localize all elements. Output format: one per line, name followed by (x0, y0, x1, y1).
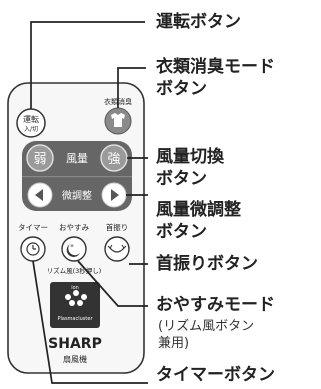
rhythm-label: リズム風(3秒押し) (47, 266, 102, 275)
callout-sleep-note-line1: (リズム風ボタン (158, 319, 255, 334)
callout-fan-line2: ボタン (156, 169, 207, 189)
callout-fan-line1: 風量切換 (156, 147, 224, 167)
fan-label: 風量 (66, 152, 88, 165)
triangle-left-icon (35, 189, 43, 201)
callout-fine-line1: 風量微調整 (156, 200, 241, 220)
callout-deodorize-line1: 衣類消臭モード (156, 57, 275, 77)
moon-icon: * (66, 243, 80, 257)
leader-sleep (77, 260, 148, 307)
swing-label: 首振り (106, 222, 129, 232)
weak-label: 弱 (33, 152, 46, 167)
callout-sleep: おやすみモード (156, 295, 275, 315)
callout-timer: タイマーボタン (156, 365, 275, 385)
leader-deodorize (117, 67, 146, 108)
sleep-label: おやすみ (59, 223, 89, 232)
triangle-right-icon (111, 189, 119, 201)
swing-arc-icon (109, 247, 125, 253)
fine-adjust-label: 微調整 (62, 189, 92, 202)
callout-deodorize-line2: ボタン (156, 79, 207, 99)
timer-button[interactable] (20, 236, 46, 262)
timer-label: タイマー (18, 223, 48, 232)
leader-power (30, 21, 145, 109)
strong-label: 強 (107, 152, 120, 167)
ion-text: ion (71, 285, 79, 291)
plasmacluster-text: Plasmacluster (57, 316, 93, 322)
sleep-button[interactable]: * (61, 236, 87, 262)
fine-up-button[interactable] (101, 182, 127, 208)
callout-swing: 首振りボタン (156, 254, 258, 274)
brand-logo: SHARP (48, 336, 102, 352)
callout-sleep-note-line2: 兼用) (158, 336, 190, 351)
fan-strong-button[interactable]: 強 (100, 144, 128, 172)
swing-button[interactable] (104, 236, 130, 262)
callout-fine-line2: ボタン (156, 222, 207, 242)
plasmacluster-logo: ion Plasmacluster (50, 282, 100, 328)
svg-text:*: * (70, 243, 74, 251)
leader-timer (32, 260, 148, 384)
product-label: 扇風機 (63, 354, 87, 364)
power-label: 運転 (23, 115, 39, 124)
leader-lines (30, 21, 148, 384)
shirt-icon (111, 113, 125, 127)
fine-down-button[interactable] (27, 182, 53, 208)
clock-icon (26, 242, 40, 256)
deodorize-button[interactable] (104, 107, 132, 135)
fan-weak-button[interactable]: 弱 (26, 144, 54, 172)
callout-power: 運転ボタン (156, 12, 241, 32)
power-button[interactable]: 運転 入/切 (16, 108, 46, 138)
power-sublabel: 入/切 (24, 126, 38, 133)
